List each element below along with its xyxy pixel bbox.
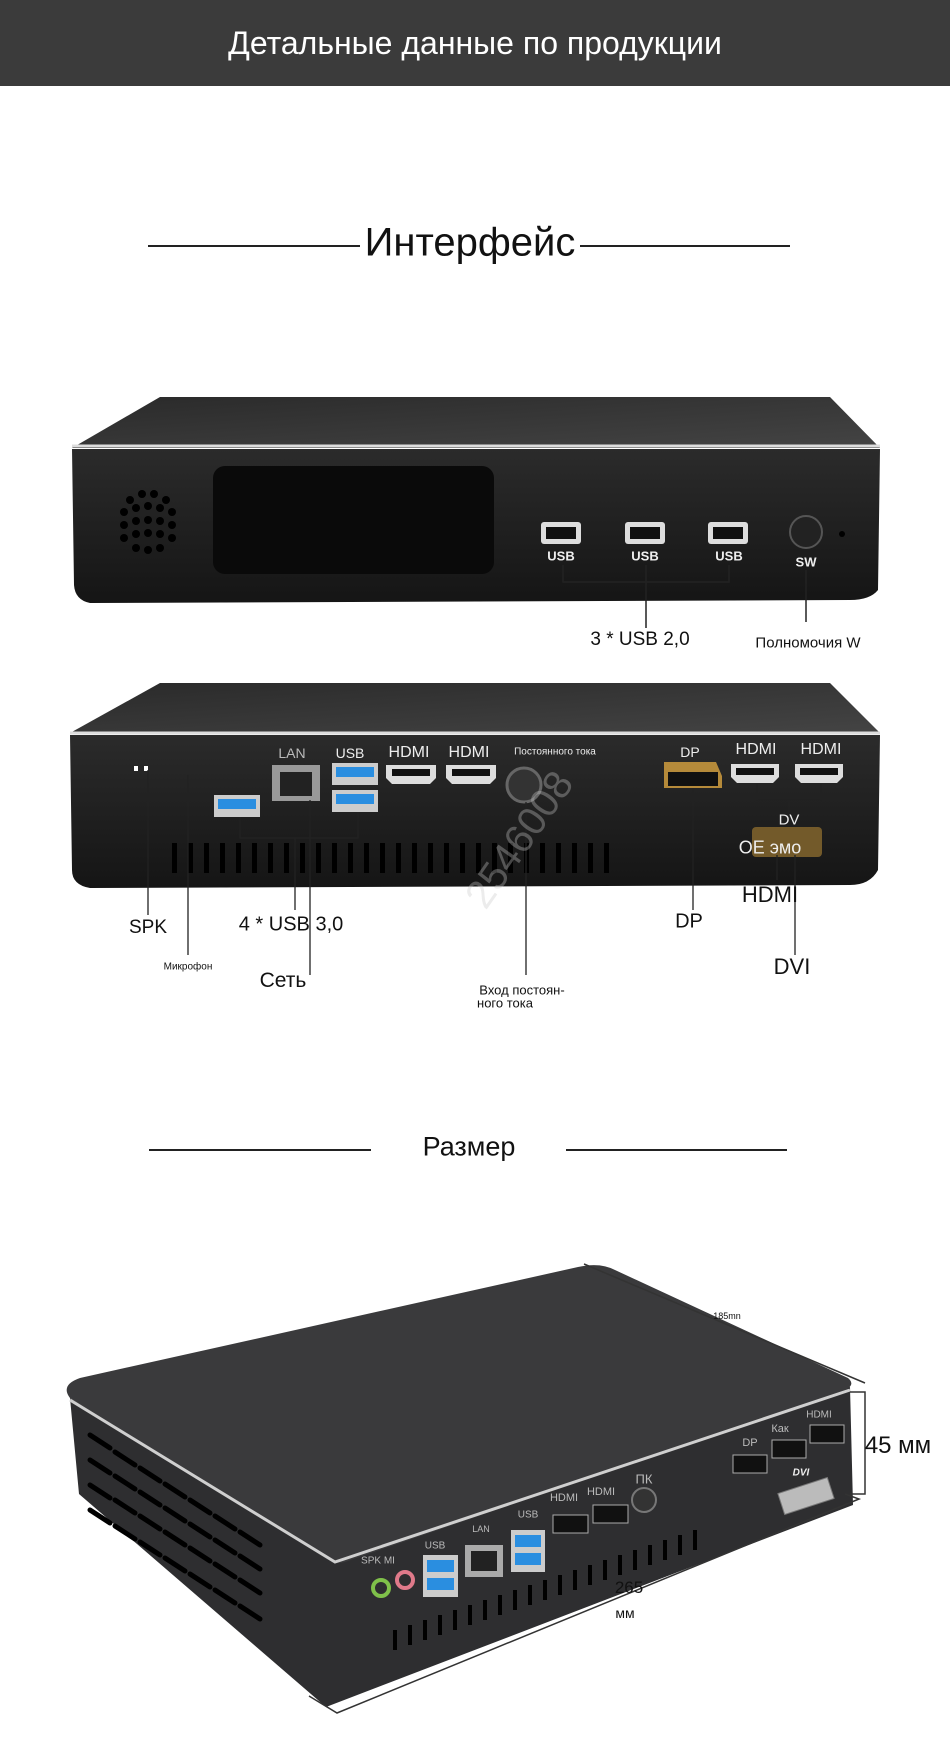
audio-out-icon xyxy=(371,1578,391,1598)
dvi-callout: DVI xyxy=(773,954,811,979)
width-unit-label: мм xyxy=(615,1605,635,1621)
usb-port-label: USB xyxy=(424,1540,446,1552)
display-window xyxy=(213,466,494,574)
divider-right xyxy=(566,1149,787,1151)
page-title: Детальные данные по продукции xyxy=(228,24,722,61)
hdmi-port-label: HDMI xyxy=(586,1486,616,1498)
usb-port-label: USB xyxy=(631,548,659,564)
power-button-icon xyxy=(789,515,823,549)
lan-port-label: LAN xyxy=(278,745,306,761)
front-device xyxy=(72,397,880,628)
dvi-port-icon xyxy=(777,1476,835,1516)
speaker-grille-icon xyxy=(120,490,176,554)
front-vents xyxy=(393,1530,697,1650)
power-label: SW xyxy=(795,554,817,570)
lan-callout: Сеть xyxy=(259,969,307,992)
divider-left xyxy=(148,245,360,247)
dp-port-label: DP xyxy=(680,744,700,760)
hdmi-port-label: HDMI xyxy=(800,741,842,758)
power-callout: Полномочия W xyxy=(755,634,861,652)
hdmi-port-label: HDMI xyxy=(448,744,490,761)
dp-callout: DP xyxy=(675,910,703,933)
divider-left xyxy=(149,1149,371,1151)
hdmi-port-label: HDMI xyxy=(806,1409,832,1421)
height-label: 45 мм xyxy=(864,1432,932,1459)
rear-device xyxy=(70,683,880,975)
hdmi-port-label: HDMI xyxy=(388,744,430,761)
dimension-lines xyxy=(308,1263,866,1714)
oe-port-label: OE эмо xyxy=(738,837,802,858)
mic-callout: Микрофон xyxy=(163,961,213,973)
mic-in-icon xyxy=(395,1570,415,1590)
usb-port-label: USB xyxy=(517,1509,539,1521)
usb2-callout: 3 * USB 2,0 xyxy=(590,629,690,650)
dc-port-label: Постоянного тока xyxy=(514,746,596,758)
hdmi-port-label: HDMI xyxy=(735,741,777,758)
usb3-callout: 4 * USB 3,0 xyxy=(238,913,344,936)
kak-port-label: Как xyxy=(771,1423,789,1435)
dc-callout-line1: Вход постоян- xyxy=(479,982,565,998)
hdmi-callout: HDMI xyxy=(741,882,799,907)
dc-callout-line2: ного тока xyxy=(477,995,533,1011)
divider-right xyxy=(580,245,790,247)
hdmi-port-label: HDMI xyxy=(549,1492,579,1504)
dvi-port-label: DVI xyxy=(792,1467,810,1479)
dc-port-label: ПК xyxy=(635,1471,653,1487)
width-value-label: 265 xyxy=(614,1578,644,1597)
dp-port-label: DP xyxy=(742,1437,758,1449)
spk-callout: SPK xyxy=(128,917,168,938)
usb-port-label: USB xyxy=(335,745,365,761)
spk-mic-port-label: SPK MI xyxy=(361,1555,395,1567)
usb-port-label: USB xyxy=(715,548,743,564)
dv-port-label: DV xyxy=(778,811,800,829)
side-vents xyxy=(87,1432,263,1622)
section-title-size: Размер xyxy=(422,1131,516,1162)
dvi-port-icon xyxy=(752,827,822,857)
page-header: Детальные данные по продукции xyxy=(0,0,950,86)
lan-port-label: LAN xyxy=(472,1524,490,1534)
size-device xyxy=(66,1263,866,1714)
depth-label: 185mn xyxy=(713,1311,741,1321)
usb-port-label: USB xyxy=(547,548,575,564)
dc-jack-icon xyxy=(505,766,543,804)
section-title-interface: Интерфейс xyxy=(364,220,576,265)
